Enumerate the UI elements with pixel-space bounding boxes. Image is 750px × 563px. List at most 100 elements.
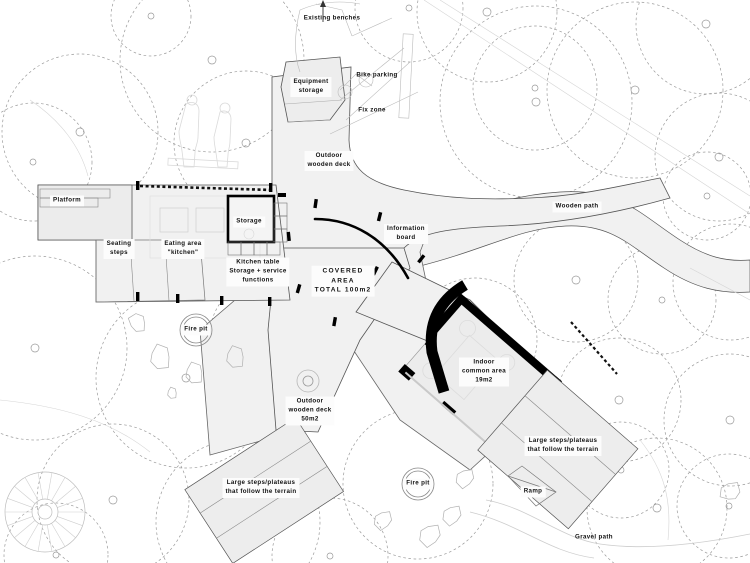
label-equipment-storage: Equipment storage	[290, 77, 332, 97]
existing-bench-figures	[167, 94, 239, 170]
tree-trunk	[701, 19, 711, 29]
label-fire-pit-1: Fire pit	[181, 324, 211, 336]
label-covered-area: COVERED AREA TOTAL 100m2	[311, 265, 375, 297]
label-platform: Platform	[50, 195, 84, 207]
column-ticks	[136, 181, 426, 327]
rock	[226, 345, 244, 368]
tree-trunk	[29, 158, 37, 166]
tree-canopy	[0, 255, 128, 441]
tree-branch	[51, 523, 66, 547]
tree-trunk	[531, 97, 541, 107]
tree-canopy	[662, 151, 750, 241]
label-eating-area-kitchen: Eating area "kitchen"	[161, 239, 205, 259]
tree-trunk	[614, 395, 624, 405]
tree-branch	[37, 472, 44, 500]
tree-branch	[54, 520, 76, 538]
tree-trunk	[714, 152, 724, 162]
label-kitchen-table: Kitchen table Storage + service function…	[226, 257, 290, 287]
label-outdoor-wooden-deck-top: Outdoor wooden deck	[304, 151, 354, 171]
tree-trunk	[326, 552, 334, 560]
rock	[373, 511, 392, 531]
label-bike-parking: Bike parking	[356, 71, 398, 79]
rock	[167, 386, 177, 399]
tree-trunk	[52, 551, 60, 559]
tree-trunk	[482, 7, 492, 17]
tree-canopy	[472, 25, 598, 151]
tree-canopy	[354, 0, 464, 63]
tree-canopy	[672, 223, 750, 341]
label-large-steps-bottom: Large steps/plateaus that follow the ter…	[222, 478, 300, 498]
tree-branch	[54, 486, 76, 504]
tree-branch	[24, 523, 39, 547]
tree-branch	[24, 477, 39, 501]
rock-cluster	[127, 313, 741, 548]
tree-canopy	[110, 0, 192, 57]
tree-canopy	[654, 92, 750, 222]
tree-branch	[57, 498, 83, 508]
tree-branch	[7, 516, 33, 526]
label-fix-zone: Fix zone	[358, 106, 386, 114]
tree-branch	[7, 498, 33, 508]
tree-canopy	[0, 102, 93, 222]
tree-trunk	[630, 85, 640, 95]
platform-shape	[37, 184, 133, 241]
tree-trunk	[30, 343, 40, 353]
deck-fixture-icon	[296, 369, 320, 393]
label-storage: Storage	[233, 216, 265, 228]
north-arrow	[320, 0, 326, 22]
tree-canopy	[416, 0, 558, 83]
tree-trunk	[37, 504, 53, 520]
rock	[442, 505, 462, 527]
tree-trunk	[75, 127, 85, 137]
tree-trunk	[725, 502, 733, 510]
tree-trunk	[703, 192, 711, 200]
tree-trunk	[405, 4, 413, 12]
label-large-steps-right: Large steps/plateaus that follow the ter…	[524, 436, 602, 456]
rock	[719, 482, 741, 500]
label-existing-benches: Existing benches	[303, 14, 361, 22]
tree-trunk	[241, 138, 251, 148]
tree-canopy	[572, 421, 670, 519]
detailed-tree-icon	[4, 471, 86, 553]
label-information-board: Information board	[384, 224, 428, 244]
tree-branch	[57, 516, 83, 526]
tree-canopy	[676, 453, 750, 559]
tree-canopy	[546, 1, 724, 179]
information-board-shape	[313, 217, 410, 280]
tree-canopy	[635, 0, 750, 95]
tree-trunk	[207, 55, 217, 65]
tree-trunk	[108, 495, 118, 505]
label-wooden-path: Wooden path	[552, 201, 602, 213]
rock	[150, 343, 170, 369]
tree-canopy	[1, 53, 159, 211]
tree-canopy	[439, 5, 633, 199]
tree-inner-ring	[31, 498, 59, 526]
tree-trunk	[571, 275, 581, 285]
tree-trunk	[725, 415, 735, 425]
label-gravel-path: Gravel path	[575, 533, 613, 541]
gravel-path-shape	[469, 499, 750, 559]
tree-branch	[51, 477, 66, 501]
tree-branch	[14, 486, 36, 504]
rock	[185, 361, 203, 384]
label-seating-steps: Seating steps	[103, 239, 135, 259]
tree-branch	[46, 472, 53, 500]
site-contours	[0, 0, 750, 541]
label-indoor-common-area: Indoor common area 19m2	[458, 357, 510, 387]
tree-trunk	[147, 12, 155, 20]
label-fire-pit-2: Fire pit	[403, 478, 433, 490]
rock	[127, 313, 145, 332]
label-ramp: Ramp	[520, 486, 546, 498]
tree-trunk	[652, 503, 662, 513]
tree-branch	[46, 524, 53, 552]
tree-trunk	[531, 84, 539, 92]
label-outdoor-wooden-deck-50: Outdoor wooden deck 50m2	[285, 396, 335, 426]
tree-branch	[14, 520, 36, 538]
tree-branch	[37, 524, 44, 552]
tree-canopy	[342, 408, 494, 560]
tree-canopy	[663, 353, 750, 487]
tree-canopy	[36, 423, 190, 563]
